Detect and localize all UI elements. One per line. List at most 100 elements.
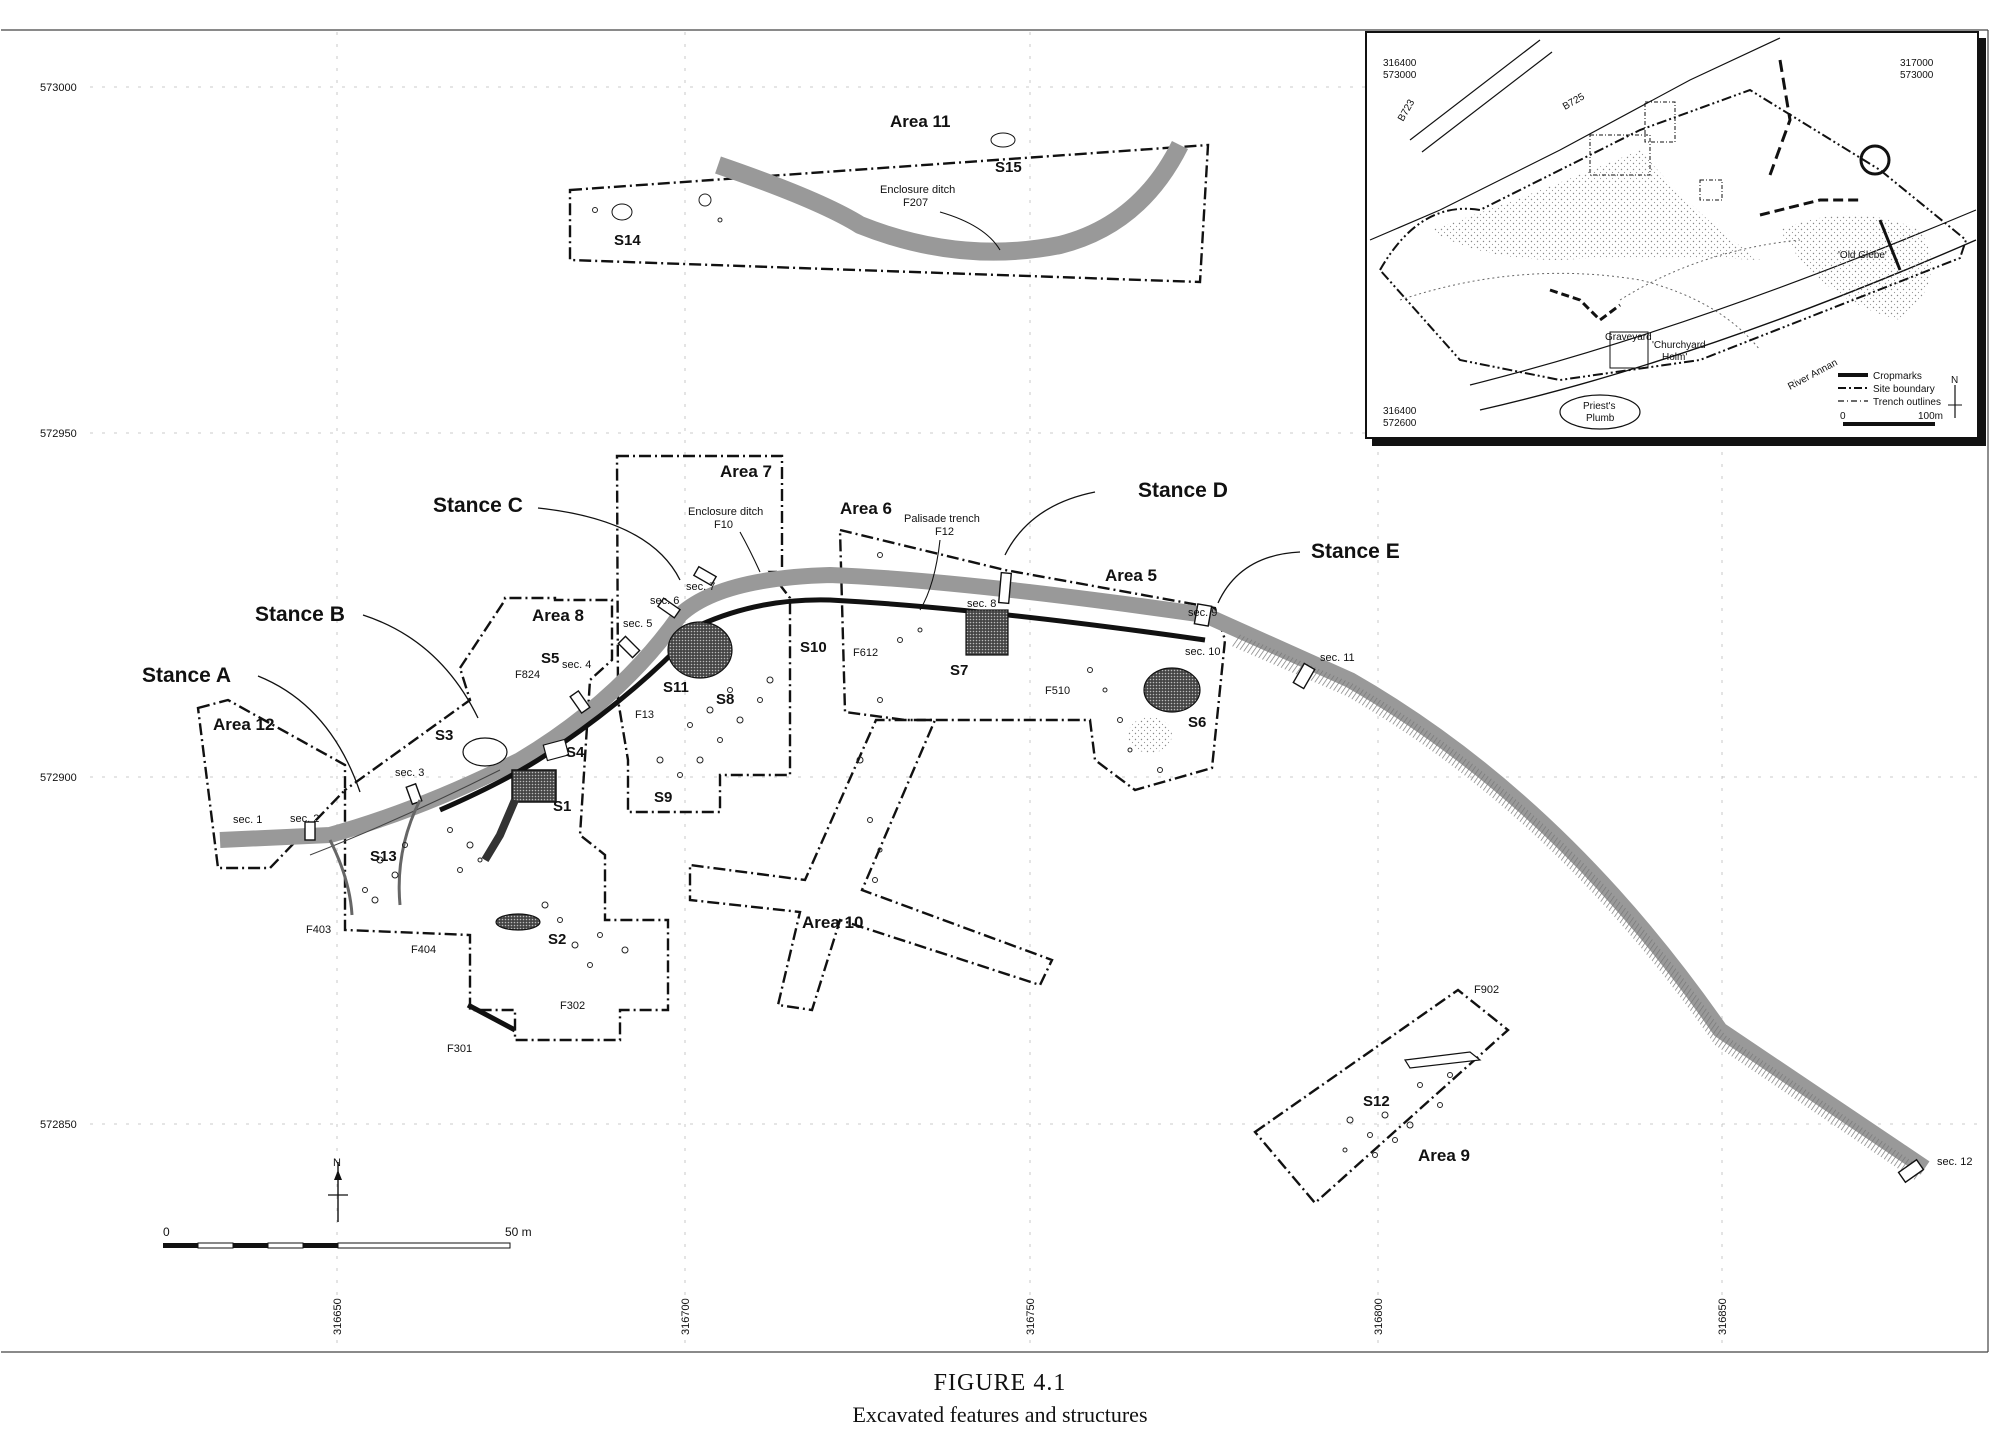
northing-label: 573000 (40, 82, 77, 94)
trench-outlines (196, 143, 1510, 1205)
f902-label: F902 (1474, 984, 1499, 996)
inset-scale-end: 100m (1918, 411, 1943, 422)
section-label: sec. 8 (967, 598, 996, 610)
legend-cropmarks: Cropmarks (1873, 371, 1922, 382)
inset-tl-easting: 316400 (1383, 58, 1417, 69)
north-letter: N (333, 1157, 341, 1169)
inset-bl-easting: 316400 (1383, 406, 1417, 417)
feature-f404 (397, 799, 422, 906)
feature-f403 (328, 839, 354, 916)
area-11-outline (568, 143, 1210, 284)
section-label: sec. 7 (686, 581, 715, 593)
scale-bar: 0 50 m (163, 1225, 532, 1249)
f301-label: F301 (447, 1043, 472, 1055)
inset-north-letter: N (1951, 375, 1958, 386)
grid-labels: 573000 572950 572900 572850 316650 31670… (40, 82, 1729, 1335)
f12-name: Palisade trench (904, 513, 980, 525)
f302-label: F302 (560, 1000, 585, 1012)
stance-a-label: Stance A (142, 664, 231, 687)
structure-s12-label: S12 (1363, 1093, 1390, 1110)
stance-labels: Stance A Stance B Stance C Stance D Stan… (142, 479, 1400, 793)
structure-s8-label: S8 (716, 691, 734, 708)
structure-s14-label: S14 (614, 232, 641, 249)
structure-labels: S14 S15 S5 S3 S4 S1 S13 S2 S11 S8 S10 S9… (370, 159, 1390, 1110)
structure-s6-label: S6 (1188, 714, 1206, 731)
structure-s11-feature (667, 621, 733, 679)
structure-s11-label: S11 (663, 679, 689, 696)
inset-bl-northing: 572600 (1383, 418, 1417, 429)
f207-id: F207 (903, 197, 928, 209)
section-label: sec. 12 (1937, 1156, 1972, 1168)
section-label: sec. 2 (290, 813, 319, 825)
section-label: sec. 11 (1320, 652, 1355, 664)
f207-name: Enclosure ditch (880, 184, 955, 196)
stance-d-label: Stance D (1138, 479, 1228, 502)
north-arrow: N (328, 1157, 348, 1222)
area-5-label: Area 5 (1105, 566, 1157, 585)
figure-title: Excavated features and structures (852, 1402, 1148, 1427)
figure-number: FIGURE 4.1 (933, 1370, 1067, 1396)
structure-s2-feature (495, 913, 541, 931)
inset-plumb-2: Plumb (1586, 413, 1615, 424)
northing-label: 572950 (40, 428, 77, 440)
feature-f902 (1403, 1051, 1482, 1069)
area-10-label: Area 10 (802, 913, 863, 932)
structure-s5-label: S5 (541, 650, 559, 667)
easting-label: 316800 (1373, 1298, 1385, 1335)
structure-s3-label: S3 (435, 727, 453, 744)
area-11-label: Area 11 (890, 112, 951, 131)
map-frame (1, 29, 1989, 1353)
inset-scale-start: 0 (1840, 411, 1846, 422)
easting-label: 316850 (1717, 1298, 1729, 1335)
northing-label: 572850 (40, 1119, 77, 1131)
inset-legend: Cropmarks Site boundary Trench outlines … (1838, 371, 1962, 426)
enclosure-ditch-f10-hatch (1232, 633, 1924, 1181)
f10-name: Enclosure ditch (688, 506, 763, 518)
section-markers (304, 565, 1925, 1184)
inset-churchyard-2: Holm' (1662, 352, 1687, 363)
inset-graveyard: Graveyard (1605, 332, 1652, 343)
easting-label: 316750 (1025, 1298, 1037, 1335)
f404-label: F404 (411, 944, 436, 956)
area-9-outline (1253, 988, 1510, 1205)
structure-s9-label: S9 (654, 789, 672, 806)
inset-tr-northing: 573000 (1900, 70, 1934, 81)
stance-c-label: Stance C (433, 494, 523, 517)
scale-start: 0 (163, 1225, 170, 1239)
inset-old-glebe: 'Old Glebe' (1838, 250, 1887, 261)
easting-label: 316700 (680, 1298, 692, 1335)
area-7-label: Area 7 (720, 462, 772, 481)
structure-s10-label: S10 (800, 639, 827, 656)
structure-s14-feature (611, 203, 633, 221)
structure-s7-label: S7 (950, 662, 968, 679)
structure-s1-feature (511, 769, 557, 803)
feature-f301-f302 (466, 1002, 517, 1033)
inset-tr-easting: 317000 (1900, 58, 1934, 69)
structure-s13-label: S13 (370, 848, 397, 865)
area-8-outline (343, 596, 670, 1042)
inset-churchyard-1: 'Churchyard (1652, 340, 1706, 351)
section-label: sec. 10 (1185, 646, 1220, 658)
structures (328, 132, 1482, 1069)
feature-labels: Enclosure ditch F207 Enclosure ditch F10… (306, 184, 1499, 1055)
structure-s3-feature (462, 737, 508, 767)
enclosure-ditch-f207 (715, 140, 1189, 261)
section-label: sec. 4 (562, 659, 591, 671)
structure-s1-label: S1 (553, 798, 571, 815)
inset-map: 316400 573000 317000 573000 316400 57260… (1365, 31, 1986, 446)
area-8-label: Area 8 (532, 606, 584, 625)
section-label: sec. 5 (623, 618, 652, 630)
f824-label: F824 (515, 669, 540, 681)
structure-s4-label: S4 (566, 744, 585, 761)
f510-label: F510 (1045, 685, 1070, 697)
enclosure-ditch-f10 (219, 567, 1930, 1175)
postholes (362, 193, 1453, 1158)
easting-label: 316650 (332, 1298, 344, 1335)
inset-tl-northing: 573000 (1383, 70, 1417, 81)
f403-label: F403 (306, 924, 331, 936)
area-12-label: Area 12 (213, 715, 274, 734)
area-12-outline (196, 698, 347, 870)
section-label: sec. 3 (395, 767, 424, 779)
inset-plumb-1: Priest's (1583, 401, 1615, 412)
